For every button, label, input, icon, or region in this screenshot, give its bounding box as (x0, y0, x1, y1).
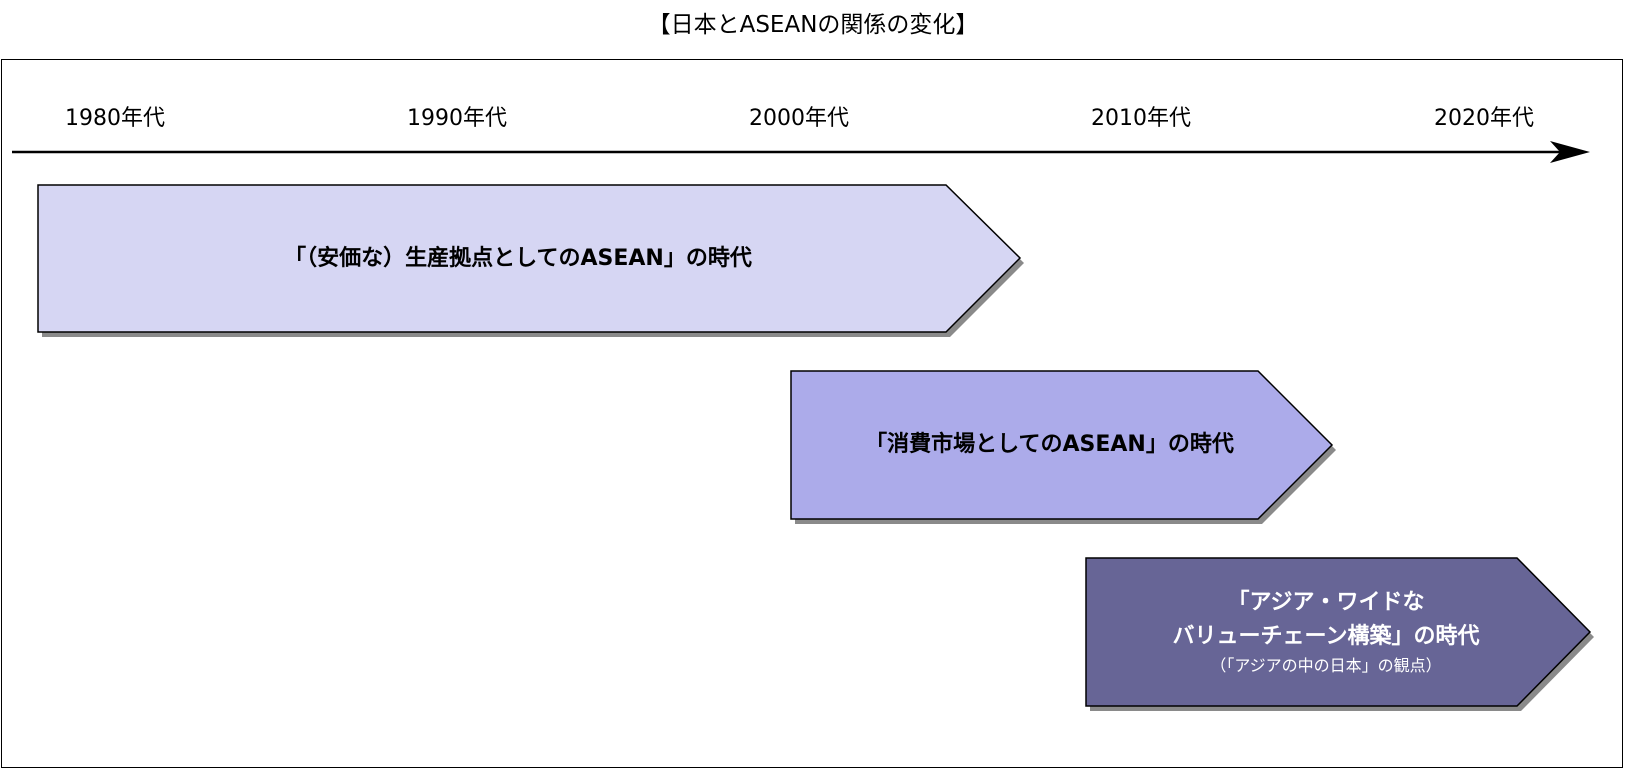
era-3-line-1: 「アジア・ワイドな (1227, 590, 1425, 615)
decade-label-1990s: 1990年代 (407, 106, 507, 131)
era-1-arrow (37, 184, 1022, 333)
era-3-line-2: バリューチェーン構築」の時代 (1172, 624, 1480, 649)
page-title: 【日本とASEANの関係の変化】 (647, 12, 979, 38)
era-2-arrow (790, 370, 1334, 520)
era-2-label: 「消費市場としてのASEAN」の時代 (791, 371, 1308, 519)
era-2-text: 「消費市場としてのASEAN」の時代 (865, 432, 1234, 457)
decade-label-1980s: 1980年代 (65, 106, 165, 131)
era-3-arrow (1085, 557, 1592, 707)
decade-label-2020s: 2020年代 (1434, 106, 1534, 131)
decade-label-2010s: 2010年代 (1091, 106, 1191, 131)
era-3-label: 「アジア・ワイドな バリューチェーン構築」の時代 （「アジアの中の日本」の観点） (1086, 558, 1566, 706)
era-3-note: （「アジアの中の日本」の観点） (1210, 656, 1442, 675)
era-1-text: 「（安価な）生産拠点としてのASEAN」の時代 (284, 245, 752, 271)
diagram-frame (1, 59, 1623, 768)
timeline-arrowhead (1550, 141, 1590, 163)
era-1-label: 「（安価な）生産拠点としてのASEAN」の時代 (38, 185, 998, 332)
decade-label-2000s: 2000年代 (749, 106, 849, 131)
